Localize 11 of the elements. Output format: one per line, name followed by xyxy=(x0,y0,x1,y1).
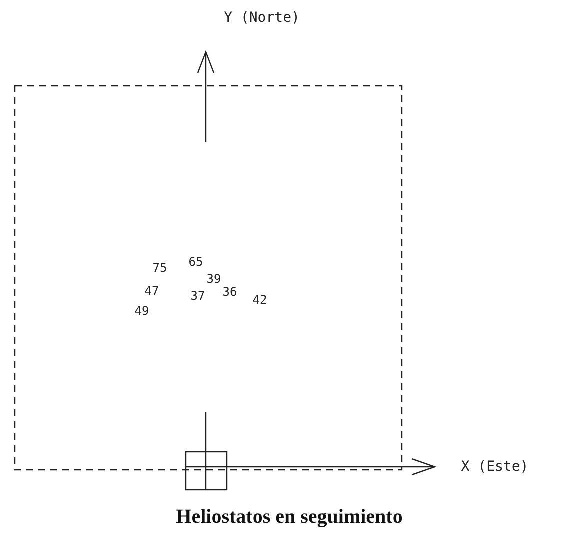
heliostat-number: 65 xyxy=(188,256,204,268)
heliostat-number: 42 xyxy=(252,294,268,306)
heliostat-number: 39 xyxy=(206,273,222,285)
heliostat-number: 37 xyxy=(190,290,206,302)
axis-label: Y (Norte) xyxy=(224,11,300,25)
heliostat-number: 49 xyxy=(134,305,150,317)
axis-label: X (Este) xyxy=(461,460,529,474)
heliostat-number: 36 xyxy=(222,286,238,298)
caption: Heliostatos en seguimiento xyxy=(175,506,404,529)
heliostat-number: 75 xyxy=(152,262,168,274)
heliostat-number: 47 xyxy=(144,285,160,297)
